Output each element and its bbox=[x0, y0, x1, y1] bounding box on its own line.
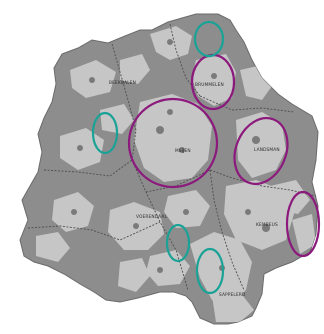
small-highlight-circle bbox=[165, 223, 191, 263]
place-label: KEMBEUS bbox=[256, 222, 278, 228]
highlight-circles bbox=[91, 20, 321, 295]
large-highlight-circle bbox=[233, 117, 289, 185]
place-label: BRUMMELEN bbox=[195, 82, 224, 88]
small-highlight-circle bbox=[195, 247, 225, 295]
large-highlight-circle bbox=[285, 190, 321, 258]
urban-areas bbox=[36, 26, 316, 322]
place-labels: BEEKDALEN BRUMMELEN MEIJEN LANDSMAN VOER… bbox=[109, 80, 280, 298]
terrain-speckles bbox=[71, 39, 270, 273]
small-highlight-circle bbox=[91, 111, 119, 155]
place-label: SAPPELERD bbox=[219, 292, 246, 298]
large-highlight-circle bbox=[127, 97, 219, 189]
place-label: MEIJEN bbox=[175, 148, 191, 154]
place-label: VOERENDAAL bbox=[136, 214, 167, 220]
place-label: BEEKDALEN bbox=[109, 80, 136, 86]
small-highlight-circle bbox=[193, 20, 225, 58]
place-label: LANDSMAN bbox=[254, 147, 280, 153]
